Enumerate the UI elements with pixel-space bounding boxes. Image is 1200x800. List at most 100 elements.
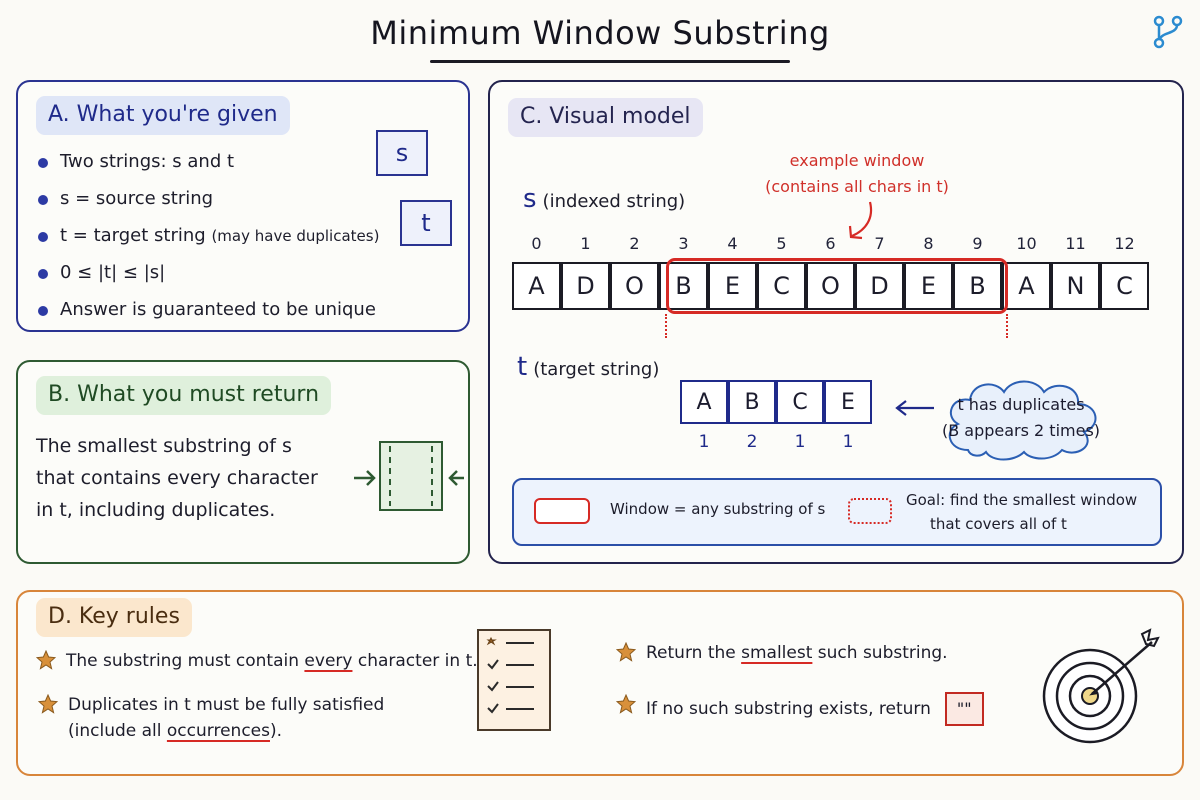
index-label: 8 — [923, 234, 934, 253]
cloud-callout-text: t has duplicates (B appears 2 times) — [938, 392, 1104, 444]
rule-every-character: The substring must contain every charact… — [36, 648, 478, 674]
star-icon — [36, 650, 56, 670]
s-char-cell: A — [512, 262, 561, 310]
s-char-cell: D — [855, 262, 904, 310]
index-label: 7 — [874, 234, 885, 253]
section-title-visual-model: C. Visual model — [508, 98, 703, 137]
empty-string-value: "" — [944, 692, 984, 726]
s-label: s(indexed string) — [523, 184, 685, 214]
s-var: s — [523, 184, 537, 214]
legend: Window = any substring of s Goal: find t… — [512, 478, 1162, 546]
s-label-text: (indexed string) — [542, 191, 686, 212]
t-char-count: 2 — [746, 432, 758, 452]
example-window-note: example window (contains all chars in t) — [765, 151, 949, 196]
compress-window-icon — [354, 441, 464, 511]
s-char-cell: O — [610, 262, 659, 310]
curved-arrow-icon — [848, 201, 873, 240]
s-char-cell: N — [1051, 262, 1100, 310]
return-description: The smallest substring of s that contain… — [36, 435, 318, 521]
s-char-cell: B — [953, 262, 1002, 310]
index-label: 12 — [1114, 234, 1135, 253]
s-char-cell: C — [757, 262, 806, 310]
panel-key-rules: D. Key rules The substring must contain … — [16, 590, 1184, 776]
rule2-line-1: Duplicates in t must be fully satisfied — [68, 695, 385, 715]
index-label: 4 — [727, 234, 738, 253]
title-underline — [430, 60, 790, 63]
t-char-cell: C — [776, 380, 824, 424]
s-char-cell: C — [1100, 262, 1149, 310]
s-char-cell: A — [1002, 262, 1051, 310]
t-char-cell: E — [824, 380, 872, 424]
list-item: Two strings: s and t — [36, 148, 379, 185]
legend-window-text: Window = any substring of s — [610, 500, 826, 518]
rule2-post: ). — [269, 721, 283, 741]
list-item-text: t = target string — [60, 225, 206, 246]
rule1-emphasis: every — [304, 651, 353, 671]
rule3-emphasis: smallest — [741, 643, 813, 663]
section-title-given: A. What you're given — [36, 96, 290, 135]
cloud-line-2: (B appears 2 times) — [941, 421, 1101, 440]
index-label: 3 — [678, 234, 689, 253]
cloud-callout-icon — [948, 380, 1097, 461]
list-item-text: s = source string — [60, 188, 214, 209]
panel-given: A. What you're given Two strings: s and … — [16, 80, 470, 332]
index-label: 11 — [1065, 234, 1086, 253]
s-variable-box: s — [376, 130, 428, 176]
index-label: 5 — [776, 234, 787, 253]
s-char-cell: E — [904, 262, 953, 310]
cloud-line-1: t has duplicates — [957, 395, 1085, 414]
t-char-count: 1 — [698, 432, 710, 452]
section-title-key-rules: D. Key rules — [36, 598, 192, 637]
t-char-cell: B — [728, 380, 776, 424]
star-icon — [38, 694, 58, 714]
rule2-pre: (include all — [68, 721, 167, 741]
index-label: 0 — [531, 234, 542, 253]
rule3-post: such substring. — [812, 643, 948, 663]
legend-window-swatch — [534, 498, 590, 524]
index-label: 1 — [580, 234, 591, 253]
rule-smallest: Return the smallest such substring. — [616, 640, 948, 666]
window-left-dotted-line — [665, 314, 667, 338]
t-var: t — [517, 352, 528, 382]
legend-goal-swatch — [848, 498, 892, 524]
list-item: t = target string (may have duplicates) — [36, 222, 379, 259]
index-label: 9 — [972, 234, 983, 253]
git-branch-icon — [1153, 15, 1183, 49]
t-char-count: 1 — [842, 432, 854, 452]
window-right-dotted-line — [1006, 314, 1008, 338]
index-label: 10 — [1016, 234, 1037, 253]
rule2-line-2: (include all occurrences). — [68, 718, 384, 744]
t-label: t(target string) — [517, 352, 659, 382]
s-char-cell: E — [708, 262, 757, 310]
legend-goal-line-1: Goal: find the smallest window — [906, 491, 1138, 509]
t-variable-box: t — [400, 200, 452, 246]
t-char-count: 1 — [794, 432, 806, 452]
t-char-cell: A — [680, 380, 728, 424]
rule1-pre: The substring must contain — [66, 651, 305, 671]
legend-goal-line-2: that covers all of t — [930, 515, 1067, 533]
panel-visual-model: C. Visual model s(indexed string) exampl… — [488, 80, 1184, 564]
checklist-icon — [477, 629, 551, 731]
example-window-frame — [666, 258, 1008, 314]
list-item-text: Two strings: s and t — [60, 151, 235, 172]
s-char-cell: O — [806, 262, 855, 310]
given-list: Two strings: s and t s = source string t… — [36, 148, 379, 333]
star-icon — [616, 642, 636, 662]
legend-goal-text: Goal: find the smallest window that cove… — [906, 488, 1156, 536]
list-item-text: Answer is guaranteed to be unique — [60, 299, 376, 320]
t-label-text: (target string) — [533, 359, 660, 380]
panel-return: B. What you must return The smallest sub… — [16, 360, 470, 564]
rule1-post: character in t. — [352, 651, 478, 671]
rule4-text: If no such substring exists, return — [646, 699, 931, 719]
section-title-return: B. What you must return — [36, 376, 332, 415]
rule2-emphasis: occurrences — [166, 721, 270, 741]
star-icon — [616, 694, 636, 714]
rule-no-substring: If no such substring exists, return "" — [616, 692, 984, 726]
s-char-cell: D — [561, 262, 610, 310]
target-icon — [1042, 628, 1160, 744]
arrow-left-icon — [895, 400, 934, 416]
index-label: 2 — [629, 234, 640, 253]
rule3-pre: Return the — [646, 643, 742, 663]
page-title: Minimum Window Substring — [370, 14, 830, 52]
duplicates-note: (may have duplicates) — [211, 227, 380, 245]
